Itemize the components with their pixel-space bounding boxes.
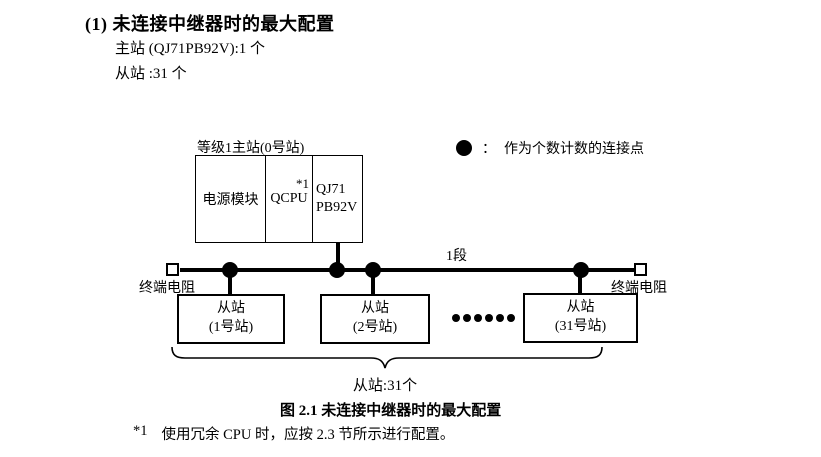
slave31-label-line2: (31号站) (554, 319, 607, 334)
slave2-label-line1: 从站 (361, 301, 389, 317)
slave1-label-line2: (1号站) (208, 320, 254, 335)
section-heading: (1) 未连接中继器时的最大配置 (85, 14, 335, 34)
slave1-label-line1: 从站 (217, 301, 245, 317)
slave1-drop-line (228, 270, 232, 294)
connection-node-icon (573, 262, 589, 278)
figure-caption: 图 2.1 未连接中继器时的最大配置 (280, 403, 502, 419)
legend: ： 作为个数计数的连接点 (456, 138, 644, 158)
slave31-drop-line (578, 270, 582, 294)
slave-station-2-box: 从站 (2号站) (320, 294, 430, 344)
connection-point-icon (456, 140, 472, 156)
segment-label: 1段 (446, 249, 467, 264)
terminating-resistor-icon-right (634, 263, 647, 276)
footnote: *1 使用冗余 CPU 时，应按 2.3 节所示进行配置。 (133, 423, 454, 444)
master-station-box: 电源模块 *1 QCPU QJ71 PB92V (195, 155, 363, 243)
terminating-resistor-label-right: 终端电阻 (611, 281, 667, 296)
power-module-cell: 电源模块 (196, 156, 266, 242)
master-drop-line (336, 243, 340, 270)
footnote-marker: *1 (133, 423, 148, 439)
qcpu-cell: *1 QCPU (266, 156, 313, 242)
terminating-resistor-icon-left (166, 263, 179, 276)
bus-line (180, 268, 635, 272)
slave-station-31-box: 从站 (31号站) (523, 293, 638, 343)
connection-node-icon (222, 262, 238, 278)
connection-node-icon (329, 262, 345, 278)
slave2-label-line2: (2号站) (352, 320, 398, 335)
brace-shape (171, 346, 603, 369)
connection-node-icon (365, 262, 381, 278)
legend-text: 作为个数计数的连接点 (504, 142, 644, 157)
terminating-resistor-label-left: 终端电阻 (139, 281, 195, 296)
footnote-text: 使用冗余 CPU 时，应按 2.3 节所示进行配置。 (161, 427, 455, 443)
power-module-label: 电源模块 (202, 193, 259, 208)
legend-separator: ： (482, 142, 496, 157)
qcpu-label: QCPU (270, 191, 308, 206)
slave-station-1-box: 从站 (1号站) (177, 294, 285, 344)
slave-count-line: 从站 :31 个 (115, 66, 187, 82)
footnote-reference: *1 (296, 176, 309, 191)
slave31-label-line1: 从站 (566, 300, 595, 316)
brace-label: 从站:31个 (352, 378, 418, 394)
ellipsis-dots-icon (452, 314, 515, 322)
master-count-line: 主站 (QJ71PB92V):1 个 (115, 41, 266, 57)
master-station-label: 等级1主站(0号站) (197, 141, 305, 156)
pb92v-cell: QJ71 PB92V (313, 156, 362, 242)
pb92v-label-line2: PB92V (316, 200, 358, 215)
pb92v-label-line1: QJ71 (316, 181, 346, 197)
slave2-drop-line (371, 270, 375, 294)
